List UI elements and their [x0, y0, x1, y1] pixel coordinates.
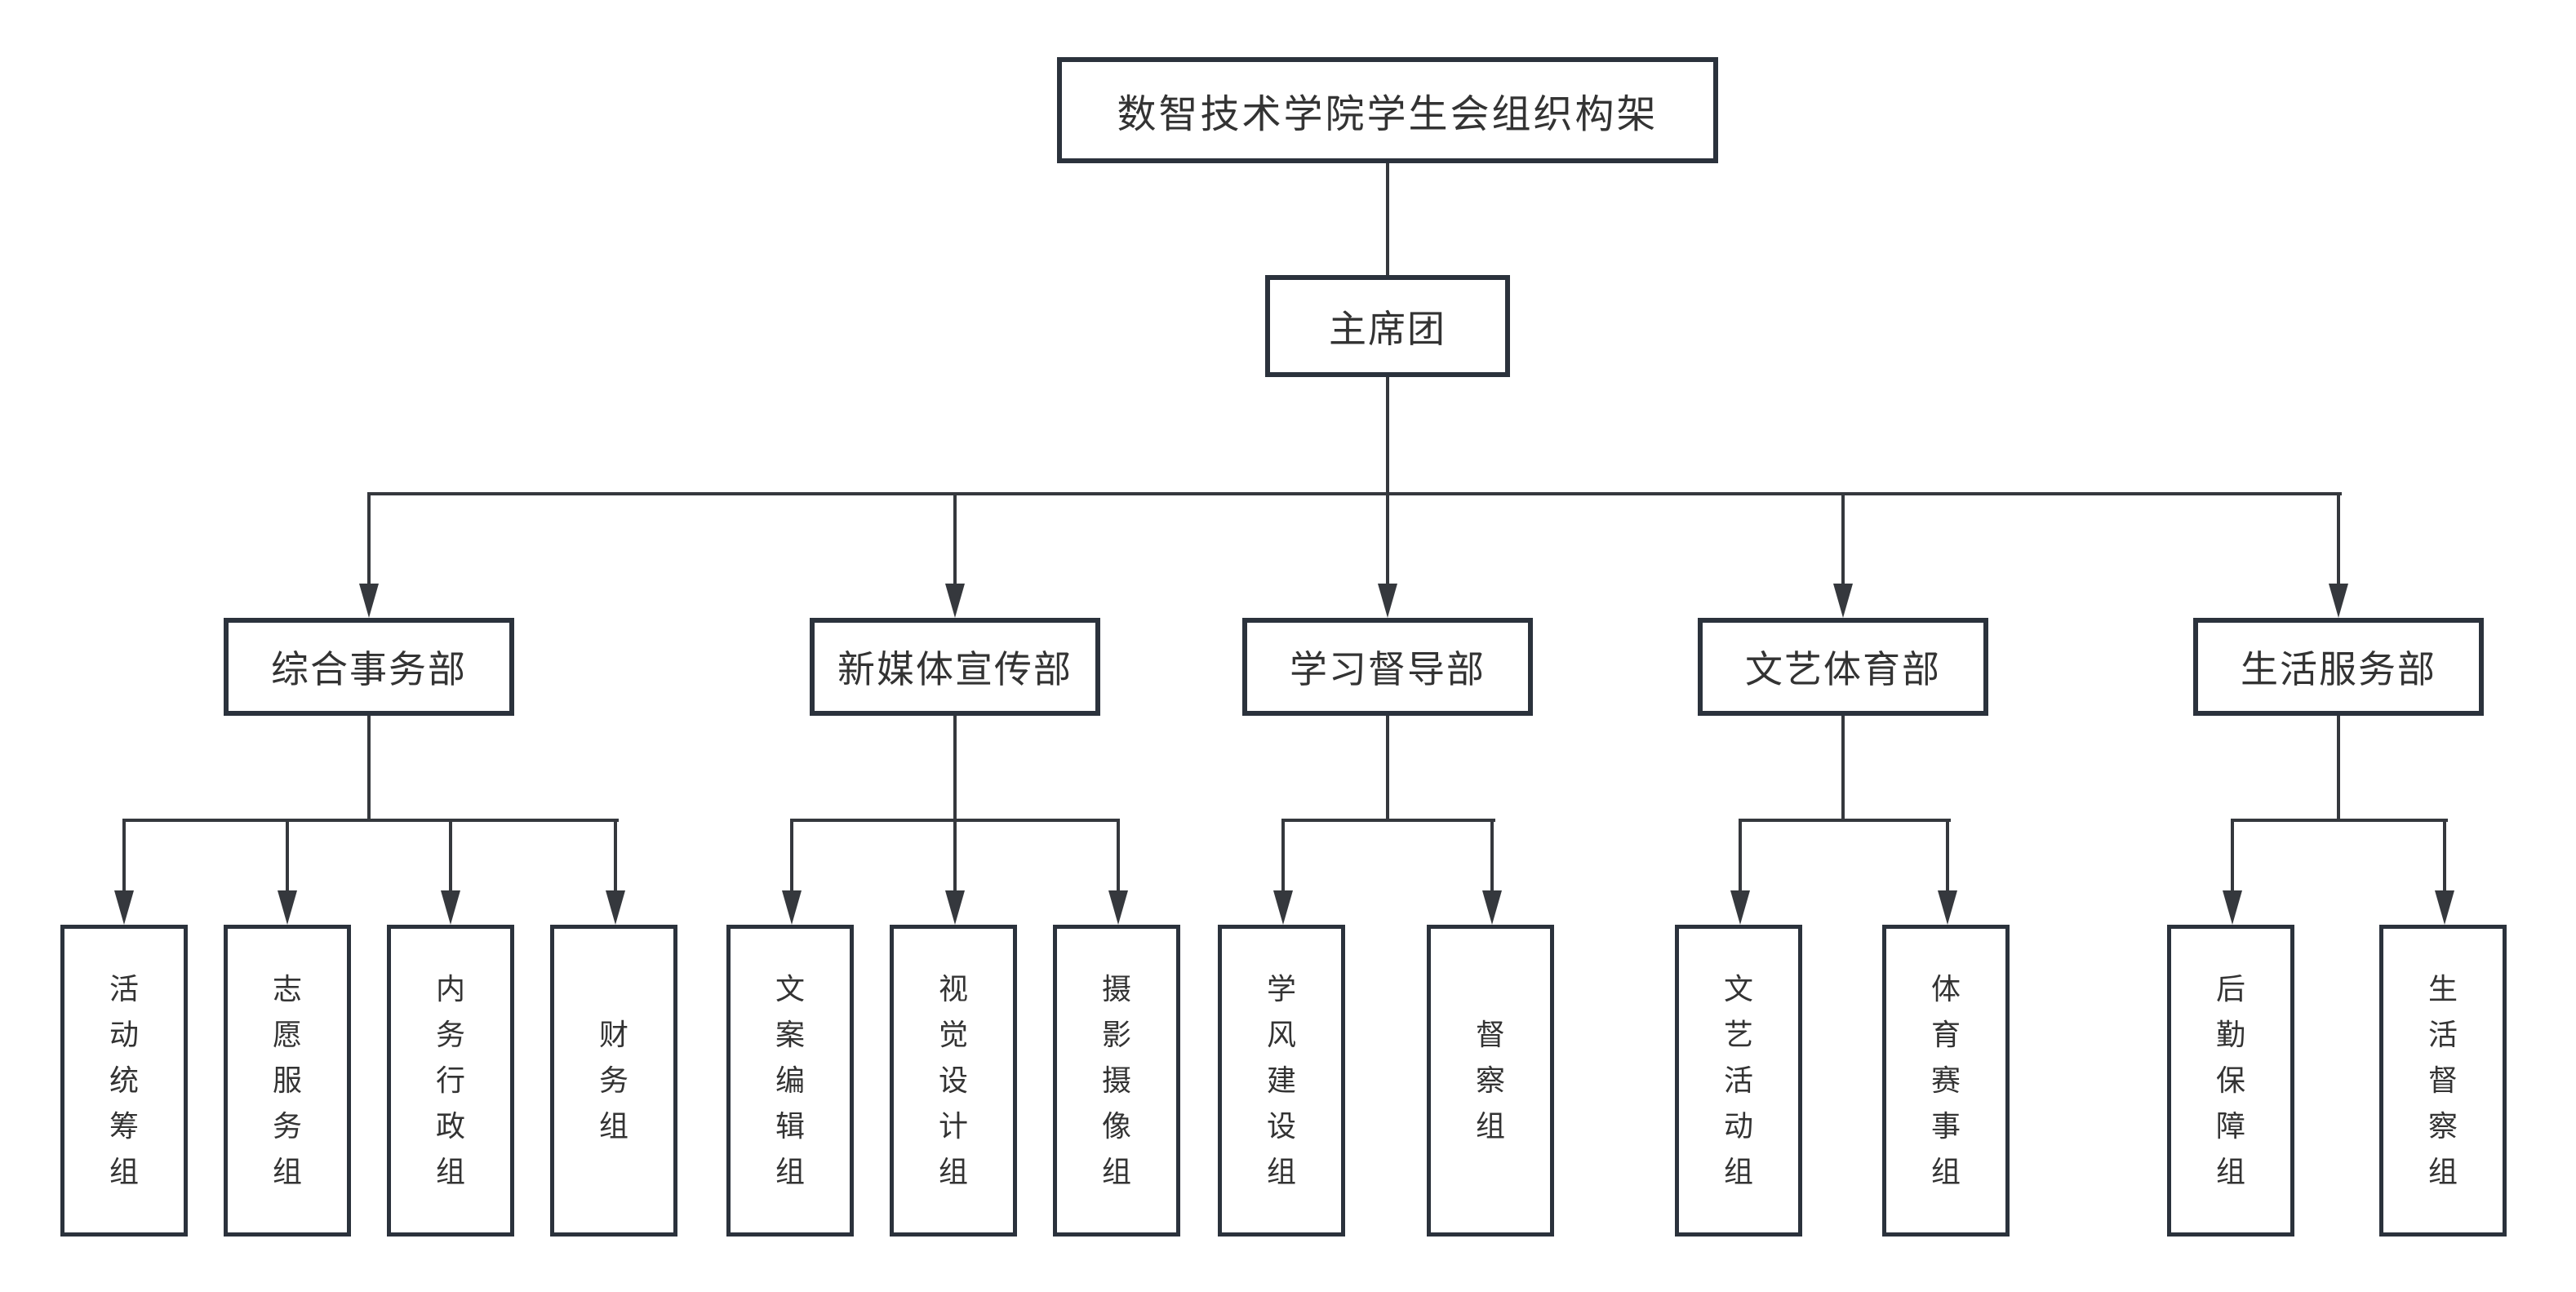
node-label: 主席团: [1329, 307, 1446, 350]
node-presidium[interactable]: 主席团: [1265, 275, 1510, 377]
node-label: 督察组: [1475, 1018, 1505, 1143]
node-label: 志愿服务组: [272, 972, 302, 1188]
node-label: 内务行政组: [435, 972, 465, 1188]
connector-drop: [1946, 819, 1949, 894]
node-group[interactable]: 活动统筹组: [60, 925, 188, 1237]
arrowhead-down-icon: [1108, 890, 1128, 925]
node-group[interactable]: 财务组: [550, 925, 677, 1237]
arrowhead-down-icon: [2223, 890, 2242, 925]
arrowhead-down-icon: [2329, 584, 2348, 618]
arrowhead-down-icon: [1833, 584, 1853, 618]
connector-dept-subrail: [953, 716, 957, 820]
departments-rail: [367, 492, 2342, 495]
node-department-2[interactable]: 新媒体宣传部: [810, 618, 1100, 716]
connector-title-presidium: [1386, 163, 1389, 275]
arrowhead-down-icon: [1378, 584, 1397, 618]
node-title[interactable]: 数智技术学院学生会组织构架: [1057, 57, 1718, 163]
connector-drop: [2337, 492, 2340, 585]
groups-rail: [1739, 819, 1951, 822]
groups-rail: [122, 819, 619, 822]
node-group[interactable]: 摄影摄像组: [1053, 925, 1180, 1237]
arrowhead-down-icon: [606, 890, 625, 925]
node-department-5[interactable]: 生活服务部: [2193, 618, 2484, 716]
connector-drop: [614, 819, 617, 894]
node-label: 活动统筹组: [109, 972, 139, 1188]
node-label: 后勤保障组: [2215, 972, 2245, 1188]
connector-presidium-rail: [1386, 377, 1389, 495]
connector-drop: [1281, 819, 1285, 894]
node-group[interactable]: 志愿服务组: [224, 925, 351, 1237]
connector-drop: [953, 492, 957, 585]
arrowhead-down-icon: [278, 890, 297, 925]
node-label: 数智技术学院学生会组织构架: [1117, 93, 1659, 136]
node-group[interactable]: 督察组: [1427, 925, 1554, 1237]
node-group[interactable]: 学风建设组: [1218, 925, 1345, 1237]
connector-drop: [790, 819, 793, 894]
connector-drop: [1841, 492, 1845, 585]
groups-rail: [1281, 819, 1495, 822]
arrowhead-down-icon: [441, 890, 460, 925]
node-label: 财务组: [598, 1018, 628, 1143]
node-group[interactable]: 体育赛事组: [1882, 925, 2010, 1237]
connector-drop: [449, 819, 452, 894]
arrowhead-down-icon: [114, 890, 134, 925]
connector-dept-subrail: [1841, 716, 1845, 820]
node-group[interactable]: 视觉设计组: [890, 925, 1017, 1237]
connector-drop: [286, 819, 289, 894]
groups-rail: [2231, 819, 2448, 822]
node-label: 文艺体育部: [1745, 648, 1941, 690]
connector-drop: [367, 492, 371, 585]
node-label: 视觉设计组: [938, 972, 968, 1188]
node-label: 体育赛事组: [1930, 972, 1961, 1188]
arrowhead-down-icon: [1482, 890, 1502, 925]
arrowhead-down-icon: [1730, 890, 1750, 925]
node-label: 文案编辑组: [775, 972, 805, 1188]
arrowhead-down-icon: [1938, 890, 1957, 925]
arrowhead-down-icon: [359, 584, 379, 618]
arrowhead-down-icon: [945, 584, 965, 618]
node-label: 文艺活动组: [1723, 972, 1753, 1188]
node-label: 学风建设组: [1266, 972, 1296, 1188]
node-label: 综合事务部: [271, 648, 467, 690]
node-group[interactable]: 生活督察组: [2379, 925, 2507, 1237]
arrowhead-down-icon: [2435, 890, 2454, 925]
arrowhead-down-icon: [782, 890, 802, 925]
node-group[interactable]: 内务行政组: [387, 925, 514, 1237]
node-label: 摄影摄像组: [1101, 972, 1131, 1188]
node-department-3[interactable]: 学习督导部: [1242, 618, 1533, 716]
connector-drop: [2231, 819, 2234, 894]
node-department-4[interactable]: 文艺体育部: [1698, 618, 1988, 716]
connector-dept-subrail: [367, 716, 371, 820]
connector-dept-subrail: [2337, 716, 2340, 820]
node-department-1[interactable]: 综合事务部: [224, 618, 514, 716]
connector-drop: [1739, 819, 1742, 894]
node-label: 学习督导部: [1290, 648, 1486, 690]
connector-drop: [2443, 819, 2446, 894]
arrowhead-down-icon: [1273, 890, 1293, 925]
node-group[interactable]: 文案编辑组: [726, 925, 854, 1237]
node-label: 生活督察组: [2427, 972, 2458, 1188]
node-label: 生活服务部: [2241, 648, 2436, 690]
connector-drop: [953, 819, 957, 894]
node-group[interactable]: 后勤保障组: [2167, 925, 2294, 1237]
connector-drop: [1117, 819, 1120, 894]
node-group[interactable]: 文艺活动组: [1675, 925, 1802, 1237]
connector-drop: [1386, 492, 1389, 585]
connector-dept-subrail: [1386, 716, 1389, 820]
connector-drop: [122, 819, 126, 894]
arrowhead-down-icon: [945, 890, 965, 925]
node-label: 新媒体宣传部: [837, 648, 1073, 690]
connector-drop: [1490, 819, 1494, 894]
